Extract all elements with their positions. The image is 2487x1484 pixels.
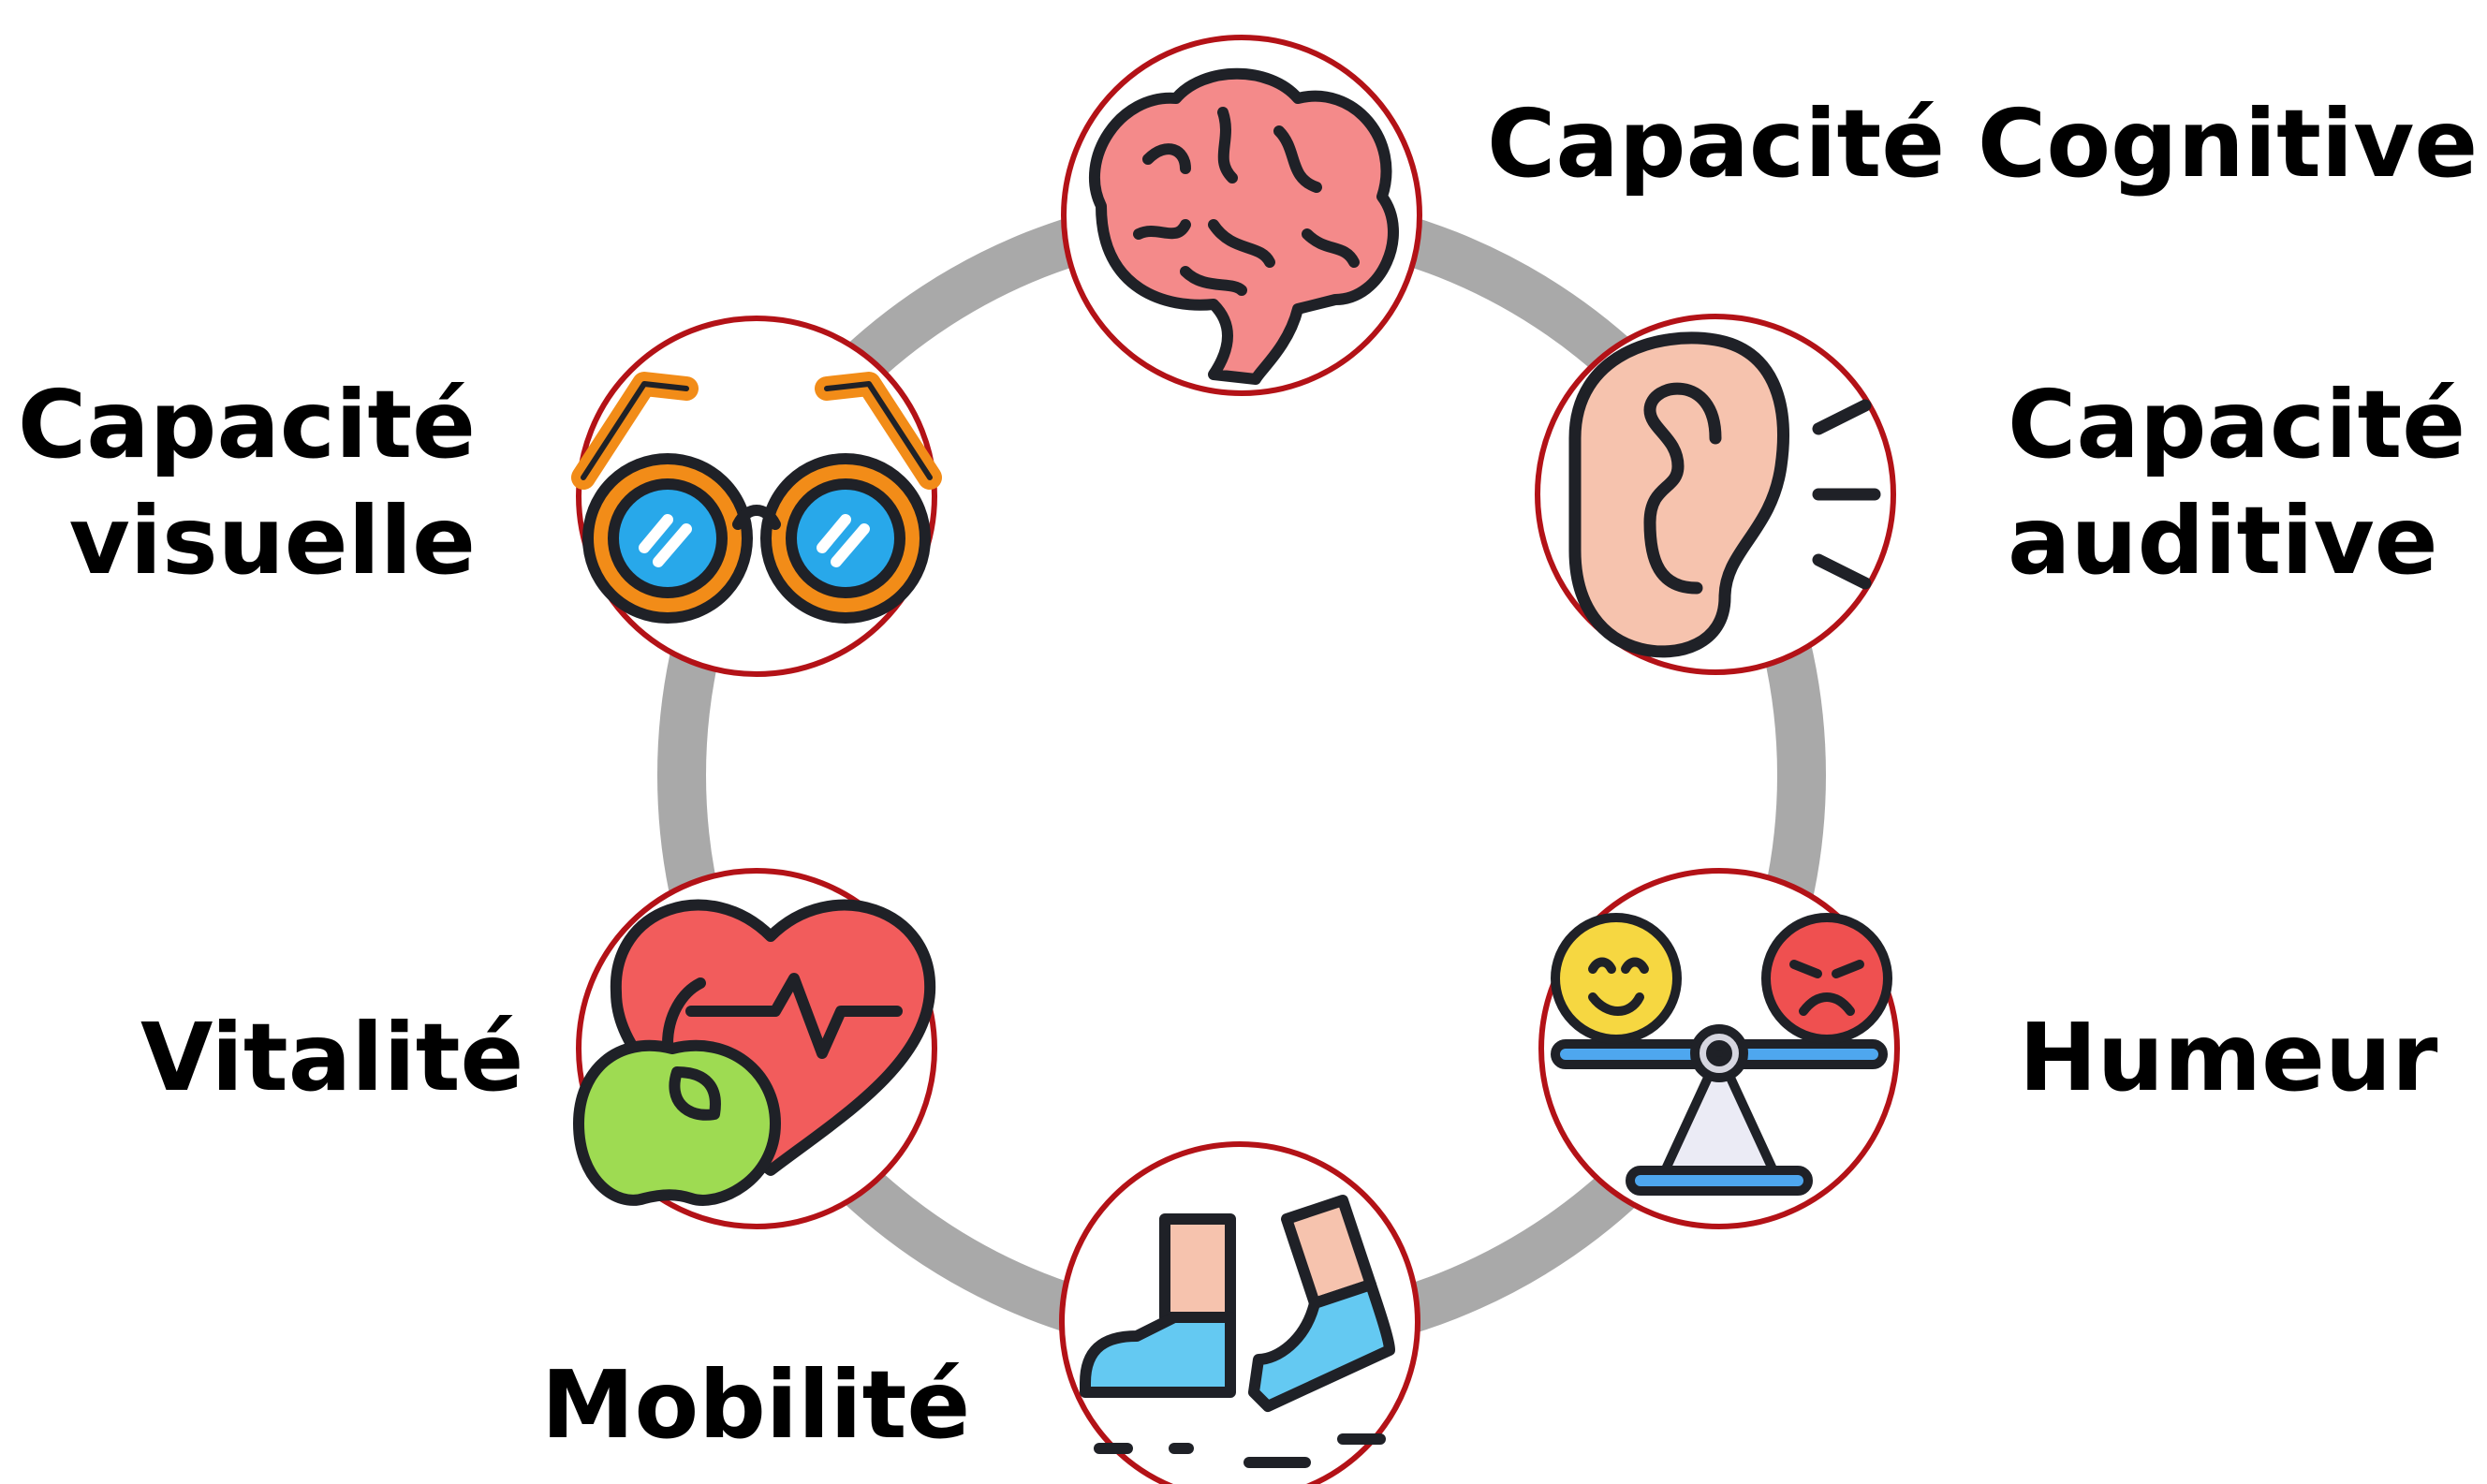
label-mood: Humeur	[2019, 1003, 2438, 1112]
label-vitality: Vitalité	[140, 1003, 523, 1112]
label-cognitive: Capacité Cognitive	[1487, 89, 2478, 198]
label-auditory-line1: Capacité	[2008, 370, 2465, 479]
badge-visual	[571, 316, 942, 677]
walking-shoes-icon	[1080, 1195, 1395, 1468]
badge-mood	[1538, 868, 1900, 1229]
heart-apple-icon	[573, 899, 936, 1206]
label-mobility: Mobilité	[541, 1350, 970, 1460]
glasses-icon	[571, 372, 942, 624]
label-auditory-line2: auditive	[2008, 486, 2438, 595]
brain-icon	[1088, 67, 1399, 385]
balance-scale-icon	[1551, 913, 1892, 1196]
badge-cognitive	[1061, 35, 1422, 396]
ear-icon	[1568, 331, 1881, 658]
label-visual-line1: Capacité	[18, 370, 476, 479]
label-visual-line2: visuelle	[69, 486, 476, 595]
badge-vitality	[573, 868, 937, 1229]
badge-auditory	[1535, 314, 1896, 675]
badge-mobility	[1059, 1141, 1420, 1484]
